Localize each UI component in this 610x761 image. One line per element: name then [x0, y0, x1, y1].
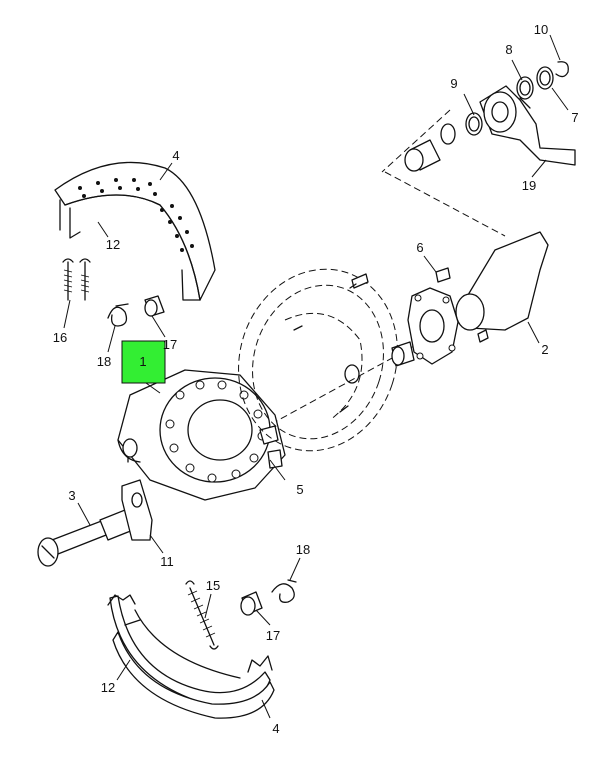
spring-clip-lower — [271, 579, 297, 603]
callout-6[interactable]: 6 — [416, 240, 423, 255]
callout-1-highlight[interactable]: 1 — [121, 340, 166, 384]
callout-12-bottom[interactable]: 12 — [101, 680, 115, 695]
callout-2[interactable]: 2 — [541, 342, 548, 357]
callout-10[interactable]: 10 — [534, 22, 548, 37]
callout-17-top[interactable]: 17 — [163, 337, 177, 352]
callout-18-bottom[interactable]: 18 — [296, 542, 310, 557]
brake-spider-assembly — [117, 369, 286, 501]
mounting-bolts — [349, 267, 451, 289]
callout-5[interactable]: 5 — [296, 482, 303, 497]
lower-brake-shoe-and-lining — [107, 594, 275, 719]
callout-12-top[interactable]: 12 — [106, 237, 120, 252]
washers-and-snap-ring — [440, 61, 569, 145]
camshaft — [37, 507, 139, 567]
camshaft-washer-plate — [121, 479, 153, 541]
callout-8[interactable]: 8 — [505, 42, 512, 57]
callout-11[interactable]: 11 — [160, 554, 174, 569]
return-spring-lower — [185, 580, 219, 650]
camshaft-bushing — [404, 139, 441, 172]
callout-9[interactable]: 9 — [450, 76, 457, 91]
callout-16[interactable]: 16 — [53, 330, 67, 345]
callout-15[interactable]: 15 — [206, 578, 220, 593]
callout-4-top[interactable]: 4 — [172, 148, 179, 163]
dust-shield — [238, 268, 398, 452]
anchor-pin-bushing-lower — [240, 591, 263, 616]
spring-clip-upper — [107, 303, 129, 327]
callout-1-label[interactable]: 1 — [139, 354, 146, 369]
callout-19[interactable]: 19 — [522, 178, 536, 193]
camshaft-bracket — [391, 231, 549, 367]
callout-7[interactable]: 7 — [571, 110, 578, 125]
slack-adjuster — [479, 85, 576, 166]
return-springs-upper — [62, 258, 91, 301]
callout-17-bottom[interactable]: 17 — [266, 628, 280, 643]
callout-18-top[interactable]: 18 — [97, 354, 111, 369]
callout-labels: 5 2 6 3 4 4 7 8 9 10 11 12 12 15 16 17 1… — [53, 22, 579, 736]
anchor-pin-bushing-upper — [144, 295, 165, 317]
callout-3[interactable]: 3 — [68, 488, 75, 503]
callout-leader-lines — [63, 34, 569, 719]
callout-4-bottom[interactable]: 4 — [272, 721, 279, 736]
upper-brake-shoe-and-lining — [54, 161, 216, 301]
